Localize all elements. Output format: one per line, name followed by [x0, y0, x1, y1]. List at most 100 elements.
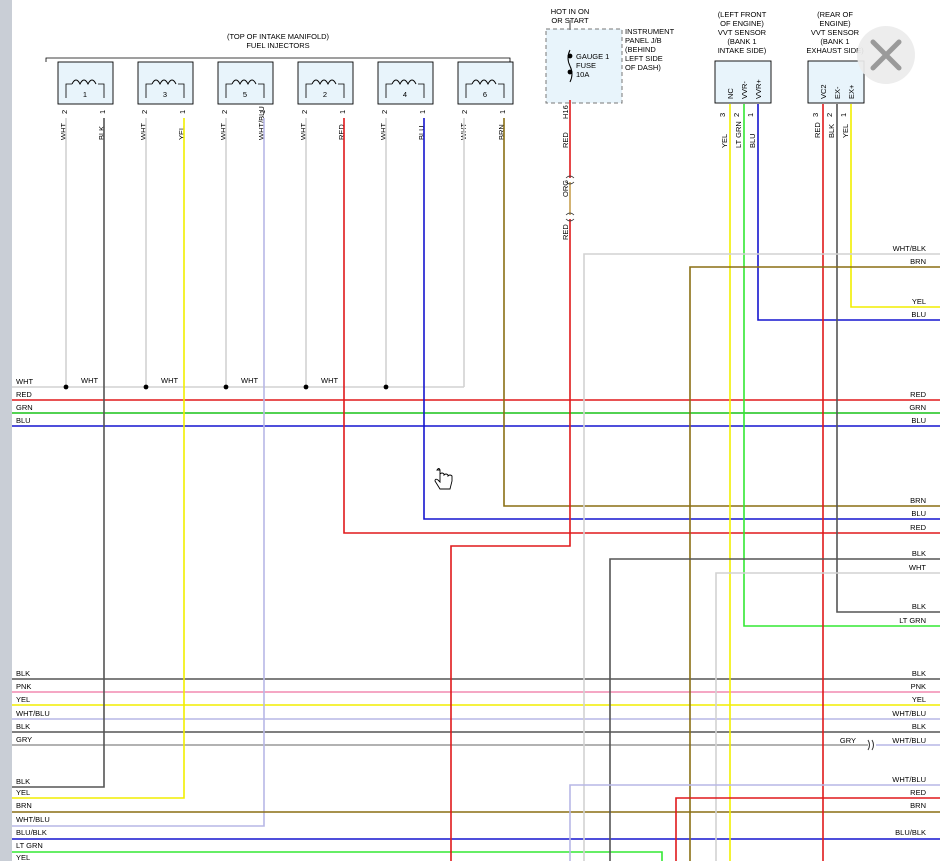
vvt-exhaust-yel-wire: [850, 104, 940, 308]
injector-number: 1: [83, 90, 87, 99]
vvt-exhaust-sensor-box: [807, 60, 865, 104]
close-x-icon: [870, 39, 902, 71]
fuse-wire-label: RED: [561, 132, 570, 148]
fuse-wire-label: ORG: [561, 180, 570, 197]
splice-label: WHT: [241, 376, 258, 385]
inj3-yel-wire: [12, 118, 185, 799]
bus-red-label-right: RED: [910, 390, 926, 399]
injector-terminals: [65, 83, 105, 98]
bus-wht-label: WHT: [16, 377, 33, 386]
injector-pin: 1: [178, 110, 187, 114]
lower-bus-label-right-0: BLK: [912, 669, 926, 678]
injectors-title: (TOP OF INTAKE MANIFOLD): [227, 32, 330, 41]
injector-wire-label-right: YEL: [177, 126, 186, 140]
injector-terminals: [145, 83, 185, 98]
inj5-whtblu-wire: [12, 118, 265, 827]
whtblu-wire-bottom: [569, 784, 940, 861]
vvt-intake-pin-number: 2: [732, 113, 741, 117]
splice-label: WHT: [161, 376, 178, 385]
whtblk-label: WHT/BLK: [893, 244, 926, 253]
injector-coil-icon: [231, 79, 257, 86]
injector-number: 2: [323, 90, 327, 99]
fuse-outer-label: (BEHIND: [625, 45, 656, 54]
vvt-intake-blu-wire: [757, 104, 940, 321]
injector-coil-icon: [311, 79, 337, 86]
fuse-inner-label: FUSE: [576, 61, 596, 70]
bottom-yel-label: YEL: [16, 788, 30, 797]
connector-break-icon: [867, 739, 874, 751]
inj4-blu-wire: [423, 118, 940, 520]
vvt-exhaust-title: EXHAUST SIDE): [806, 46, 864, 55]
bus-grn-label: GRN: [16, 403, 33, 412]
splice-dot: [383, 384, 389, 390]
injector-number: 3: [163, 90, 167, 99]
fuse-outer-label: OF DASH): [625, 63, 661, 72]
bus-grn-label-right: GRN: [909, 403, 926, 412]
bus-wht-blu-label-right: WHT/BLU: [892, 736, 926, 745]
vvt-exhaust-title: (REAR OF: [817, 10, 853, 19]
red-wire-bottom: [675, 797, 940, 861]
injector-number: 4: [403, 90, 407, 99]
wht-blk-wire: [583, 253, 940, 861]
injector-wire-label-right: RED: [337, 124, 346, 140]
vvt-exhaust-title: VVT SENSOR: [811, 28, 860, 37]
wht-wire-mid: [715, 572, 940, 861]
bus-gry-label-right: GRY: [840, 736, 856, 745]
bottom-blublk-label: BLU/BLK: [16, 828, 47, 837]
red-label-bottom: RED: [910, 788, 926, 797]
injector-pin: 1: [258, 110, 267, 114]
injector-pin: 2: [60, 110, 69, 114]
splice-dot: [143, 384, 149, 390]
fuse-red-down: [450, 219, 571, 861]
vvt-intake-wire-label: LT GRN: [734, 121, 743, 148]
fuse-inner-label: GAUGE 1: [576, 52, 609, 61]
bus-blu-label-right: BLU: [911, 416, 926, 425]
injector-terminals: [465, 83, 505, 98]
injector-wire-label-left: WHT: [59, 123, 68, 140]
fuse-outer-label: INSTRUMENT: [625, 27, 675, 36]
brn-label: BRN: [910, 496, 926, 505]
vvt-intake-title: INTAKE SIDE): [718, 46, 767, 55]
vvt-intake-ltgrn-wire: [743, 104, 940, 627]
lower-bus-label-0: BLK: [16, 669, 30, 678]
injector-pin: 2: [380, 110, 389, 114]
vvt-exhaust-title: ENGINE): [819, 19, 851, 28]
bottom-blk-label: BLK: [16, 777, 30, 786]
close-button[interactable]: [857, 26, 915, 84]
fuse-wire-label: RED: [561, 224, 570, 240]
vvt-intake-pin-label: NC: [726, 88, 735, 99]
fuse-inner-label: 10A: [576, 70, 589, 79]
vvt-exhaust-pin-number: 1: [839, 113, 848, 117]
lower-bus-label-right-2: YEL: [912, 695, 926, 704]
splice-dot: [63, 384, 69, 390]
lower-bus-label-right-1: PNK: [911, 682, 926, 691]
injector-wire-label-right: BLK: [97, 126, 106, 140]
lower-bus-label-3: WHT/BLU: [16, 709, 50, 718]
injector-pin: 1: [338, 110, 347, 114]
injector-coil-icon: [71, 79, 97, 86]
injector-wire-label-left: WHT: [379, 123, 388, 140]
lower-bus-label-2: YEL: [16, 695, 30, 704]
fuse-junction-box: [545, 28, 623, 104]
vvt-intake-sensor-box: [714, 60, 772, 104]
splice-label: WHT: [81, 376, 98, 385]
red-label: RED: [910, 523, 926, 532]
blk-wire-mid: [609, 558, 940, 861]
injector-pin: 1: [498, 110, 507, 114]
vvt-intake-pin-label: VVR+: [754, 79, 763, 99]
fuse-outer-label: PANEL J/B: [625, 36, 662, 45]
vvt-exhaust-wire-label: RED: [813, 122, 822, 138]
injector-coil-icon: [471, 79, 497, 86]
injector-wire-label-left: WHT: [139, 123, 148, 140]
lower-bus-label-4: BLK: [16, 722, 30, 731]
vvt-exhaust-pin-label: VC2: [819, 84, 828, 99]
vvt-intake-pin-label: VVR-: [740, 81, 749, 99]
injector-wire-label-right: WHT/BLU: [257, 106, 266, 140]
vvt-exhaust-wire-label: YEL: [841, 124, 850, 138]
fuse-wire-label: H16: [561, 105, 570, 119]
injector-wire-label-right: BLU: [417, 125, 426, 140]
brn-label-top: BRN: [910, 257, 926, 266]
inj6-brn-wire: [503, 118, 940, 507]
